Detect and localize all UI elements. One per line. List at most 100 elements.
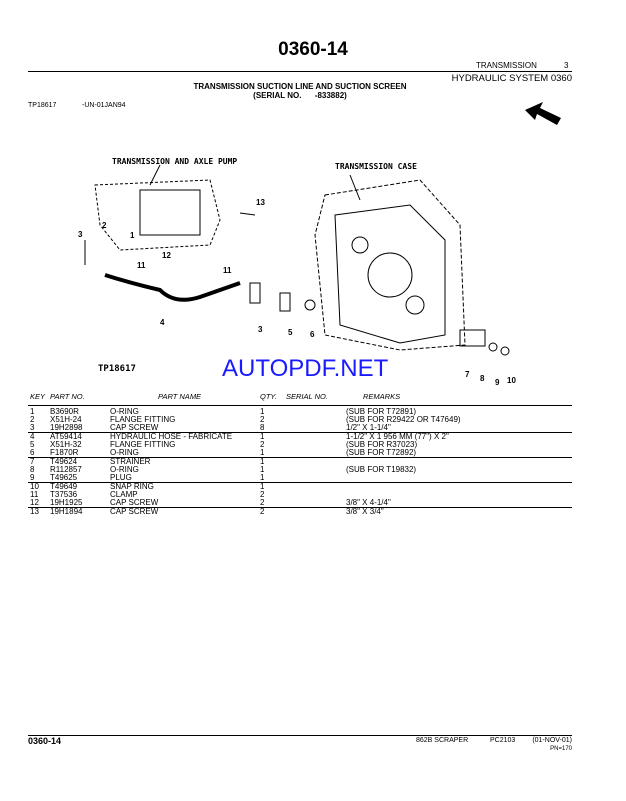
header-remarks: REMARKS: [363, 392, 401, 401]
figure-ref-date: -UN-01JAN94: [82, 102, 126, 109]
figure-serial: (SERIAL NO. -833882): [253, 91, 347, 100]
part-name-cell: PLUG: [110, 473, 132, 482]
callout-8: 8: [480, 374, 485, 383]
section-number: 3: [564, 61, 569, 70]
page-title: 0360-14: [278, 39, 348, 60]
remarks-cell: 1-1/2" X 1 956 MM (77") X 2": [346, 432, 449, 441]
part-no-cell: AT59414: [50, 432, 82, 441]
part-name-cell: HYDRAULIC HOSE - FABRICATE: [110, 432, 233, 441]
table-row: 7 T49624 STRAINER 1: [28, 458, 572, 466]
key-cell: 2: [30, 415, 35, 424]
callout-4: 4: [160, 318, 165, 327]
exploded-diagram: 3 2 1 11 12 4 13 11 3 5 6 7 8 9 10: [78, 164, 516, 385]
qty-cell: 1: [260, 473, 265, 482]
parts-table: KEY PART NO. PART NAME QTY. SERIAL NO. R…: [28, 391, 572, 516]
callout-6: 6: [310, 330, 315, 339]
callout-5: 5: [288, 328, 293, 337]
part-name-cell: CAP SCREW: [110, 507, 159, 516]
part-no-cell: X51H-24: [50, 415, 82, 424]
footer-date: (01-NOV-01): [532, 737, 572, 744]
callout-12: 12: [162, 251, 171, 260]
qty-cell: 1: [260, 465, 265, 474]
qty-cell: 2: [260, 440, 265, 449]
key-cell: 6: [30, 448, 35, 457]
part-no-cell: T49624: [50, 457, 78, 466]
header-qty: QTY.: [260, 392, 277, 401]
callout-3b: 3: [258, 325, 263, 334]
remarks-cell: (SUB FOR R37023): [346, 440, 418, 449]
qty-cell: 2: [260, 490, 265, 499]
header-key: KEY: [30, 392, 46, 401]
footer-model: 862B SCRAPER: [416, 737, 469, 744]
key-cell: 11: [30, 490, 39, 499]
part-name-cell: CAP SCREW: [110, 423, 159, 432]
qty-cell: 2: [260, 498, 265, 507]
part-name-cell: CLAMP: [110, 490, 138, 499]
part-name-cell: SNAP RING: [110, 482, 154, 491]
qty-cell: 1: [260, 457, 265, 466]
part-no-cell: F1870R: [50, 448, 79, 457]
label-case: TRANSMISSION CASE: [335, 162, 417, 171]
remarks-cell: 1/2" X 1-1/4": [346, 423, 391, 432]
figure-title: TRANSMISSION SUCTION LINE AND SUCTION SC…: [193, 82, 407, 91]
callout-11: 11: [137, 261, 146, 270]
part-no-cell: 19H1925: [50, 498, 83, 507]
footer-page: 0360-14: [28, 736, 62, 746]
label-pump: TRANSMISSION AND AXLE PUMP: [112, 157, 238, 166]
callout-13: 13: [256, 198, 265, 207]
part-name-cell: STRAINER: [110, 457, 151, 466]
footer-pc: PC2103: [490, 737, 516, 744]
part-no-cell: B3690R: [50, 407, 79, 416]
section-name: TRANSMISSION: [476, 61, 537, 70]
key-cell: 5: [30, 440, 35, 449]
key-cell: 3: [30, 423, 35, 432]
qty-cell: 8: [260, 423, 265, 432]
part-no-cell: 19H2898: [50, 423, 83, 432]
figure-ref: TP18617: [28, 102, 57, 109]
key-cell: 1: [30, 407, 35, 416]
group-name: HYDRAULIC SYSTEM 0360: [451, 73, 572, 84]
callout-11b: 11: [223, 266, 232, 275]
key-cell: 4: [30, 432, 35, 441]
table-row: 6 F1870R O-RING 1 (SUB FOR T72892): [28, 449, 572, 458]
key-cell: 7: [30, 457, 35, 466]
arrow-icon: [525, 102, 561, 125]
part-name-cell: CAP SCREW: [110, 498, 159, 507]
part-no-cell: T49625: [50, 473, 78, 482]
header-serial-no: SERIAL NO.: [286, 392, 328, 401]
callout-9: 9: [495, 378, 500, 385]
footer-pn: PN=170: [550, 746, 572, 752]
remarks-cell: (SUB FOR T19832): [346, 465, 417, 474]
header-part-name: PART NAME: [158, 392, 202, 401]
part-name-cell: O-RING: [110, 448, 139, 457]
table-row: 11 T37536 CLAMP 2: [28, 491, 572, 499]
key-cell: 8: [30, 465, 35, 474]
remarks-cell: 3/8" X 4-1/4": [346, 498, 391, 507]
part-no-cell: T49649: [50, 482, 78, 491]
part-no-cell: T37536: [50, 490, 78, 499]
part-no-cell: X51H-32: [50, 440, 82, 449]
key-cell: 10: [30, 482, 39, 491]
remarks-cell: (SUB FOR R29422 OR T47649): [346, 415, 461, 424]
qty-cell: 1: [260, 448, 265, 457]
header-part-no: PART NO.: [50, 392, 85, 401]
table-row: 10 T49649 SNAP RING 1: [28, 483, 572, 491]
part-no-cell: R112857: [50, 465, 82, 474]
key-cell: 13: [30, 507, 39, 516]
table-row: 3 19H2898 CAP SCREW 8 1/2" X 1-1/4": [28, 424, 572, 433]
remarks-cell: (SUB FOR T72891): [346, 407, 417, 416]
callout-7: 7: [465, 370, 470, 379]
remarks-cell: 3/8" X 3/4": [346, 507, 384, 516]
remarks-cell: (SUB FOR T72892): [346, 448, 417, 457]
callout-10: 10: [507, 376, 516, 385]
watermark: AUTOPDF.NET: [222, 355, 389, 382]
qty-cell: 1: [260, 482, 265, 491]
